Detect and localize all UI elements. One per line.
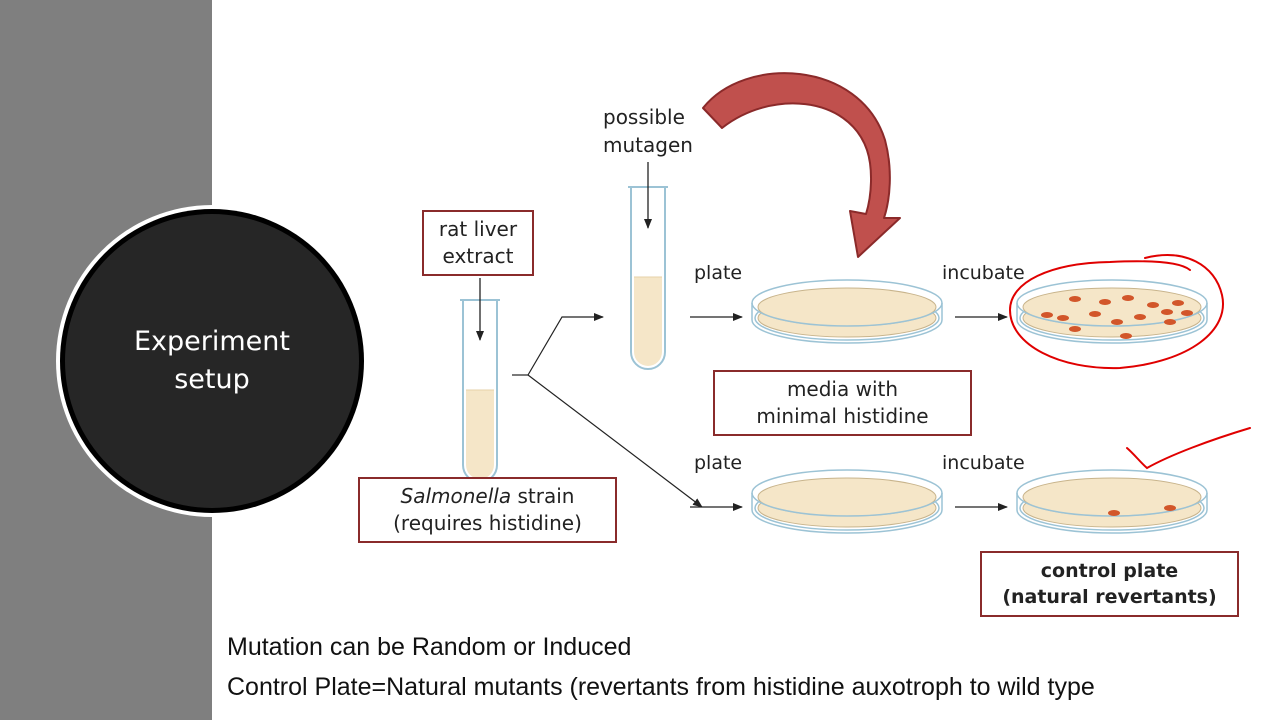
branch-upper-arrow xyxy=(527,313,604,376)
slide-title-line1: Experiment xyxy=(133,326,290,357)
notes-line-1: Mutation can be Random or Induced xyxy=(227,633,632,661)
annotation-check-stroke xyxy=(1126,427,1251,470)
mutagen-test-tube xyxy=(628,186,668,370)
mutagen-label-line2: mutagen xyxy=(603,133,693,157)
rat-liver-box: rat liver extract xyxy=(422,210,534,276)
notes-line-2: Control Plate=Natural mutants (revertant… xyxy=(227,673,1095,701)
title-circle: Experiment setup xyxy=(65,214,359,508)
petri-dish-top xyxy=(751,279,943,344)
mutagen-label-line1: possible xyxy=(603,105,685,129)
slide-title: Experiment setup xyxy=(102,323,322,399)
plate-label-top: plate xyxy=(694,262,743,284)
salmonella-strain-word: strain xyxy=(511,484,575,508)
mutagen-label: possible mutagen xyxy=(603,103,693,159)
petri-dish-top-incubated xyxy=(1016,279,1208,344)
rat-liver-line2: extract xyxy=(442,244,514,268)
petri-dish-bottom xyxy=(751,469,943,534)
incubate-label-top: incubate xyxy=(942,262,1025,284)
branch-lower-arrow xyxy=(527,374,703,508)
slide-title-line2: setup xyxy=(174,364,250,395)
annotation-circle-stroke xyxy=(1008,254,1224,370)
rat-liver-line1: rat liver xyxy=(438,217,518,241)
incubate-label-bottom: incubate xyxy=(942,452,1025,474)
salmonella-box: Salmonella strain (requires histidine) xyxy=(358,477,617,543)
curved-red-arrow xyxy=(702,72,901,258)
petri-dish-control xyxy=(1016,469,1208,534)
salmonella-line1: Salmonella strain xyxy=(360,483,615,510)
salmonella-line2: (requires histidine) xyxy=(393,511,582,535)
media-line2: minimal histidine xyxy=(756,404,929,428)
salmonella-italic: Salmonella xyxy=(400,484,512,508)
control-line2: (natural revertants) xyxy=(1002,586,1217,608)
control-line1: control plate xyxy=(1040,560,1179,582)
plate-label-bottom: plate xyxy=(694,452,743,474)
media-line1: media with xyxy=(786,377,899,401)
media-box: media with minimal histidine xyxy=(713,370,972,436)
control-plate-box: control plate (natural revertants) xyxy=(980,551,1239,617)
